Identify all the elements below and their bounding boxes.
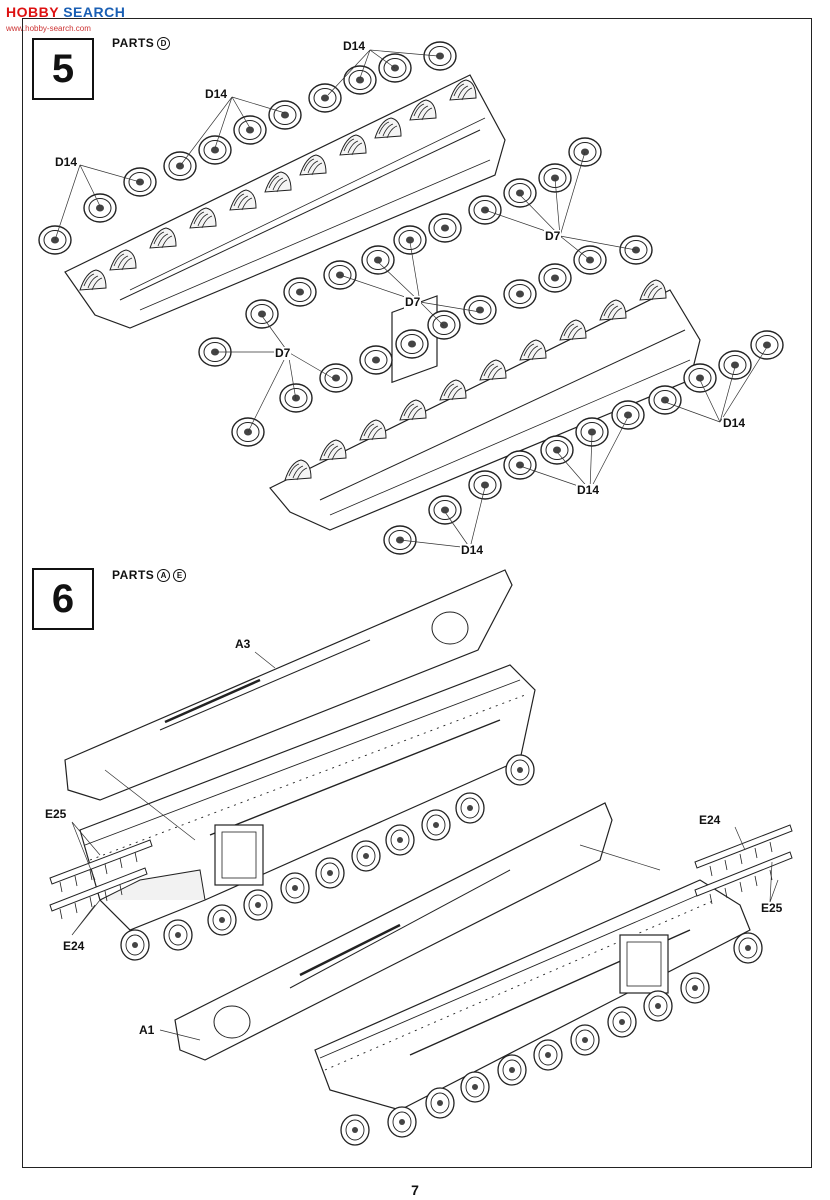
callout-e25: E25: [760, 901, 784, 915]
watermark-url: www.hobby-search.com: [6, 24, 91, 33]
callout-d14: D14: [204, 87, 229, 101]
callout-d14: D14: [54, 155, 79, 169]
callout-d14: D14: [342, 39, 367, 53]
track-guard-e24-right: [694, 824, 793, 877]
parts-letter-d: D: [157, 37, 171, 50]
callout-d14: D14: [460, 543, 485, 557]
hull-upper-assembly: [79, 664, 536, 931]
parts-label-text: PARTS: [112, 568, 155, 582]
callout-d14: D14: [576, 483, 601, 497]
step-5-number: 5: [32, 38, 94, 100]
parts-letter-e: E: [173, 569, 187, 582]
callout-a3: A3: [234, 637, 252, 651]
track-guard-e25-left: [49, 839, 153, 893]
callout-e25: E25: [44, 807, 68, 821]
hull-side-plate-a1: [174, 802, 613, 1061]
leader-lines-step5: [54, 49, 768, 549]
callout-d7: D7: [544, 229, 562, 243]
step-6-number: 6: [32, 568, 94, 630]
callout-d7: D7: [404, 295, 422, 309]
suspension-rail-lower: [269, 279, 701, 531]
watermark-brand: HOBBY SEARCH: [6, 4, 126, 20]
track-guard-e24-left: [49, 867, 148, 920]
page-border: [22, 18, 812, 1168]
callout-e24: E24: [62, 939, 86, 953]
hull-side-plate-a3: [64, 569, 513, 801]
hull-lower-assembly: [314, 879, 751, 1111]
page-number: 7: [411, 1182, 419, 1198]
parts-label-text: PARTS: [112, 36, 155, 50]
callout-a1: A1: [138, 1023, 156, 1037]
callout-d14: D14: [722, 416, 747, 430]
callout-d7: D7: [274, 346, 292, 360]
track-guard-e25-right: [694, 851, 793, 905]
leader-lines-step6: [71, 651, 779, 1041]
watermark: HOBBY SEARCH www.hobby-search.com: [0, 0, 170, 36]
suspension-rail-upper: [64, 74, 506, 329]
parts-letter-a: A: [157, 569, 171, 582]
callout-e24: E24: [698, 813, 722, 827]
